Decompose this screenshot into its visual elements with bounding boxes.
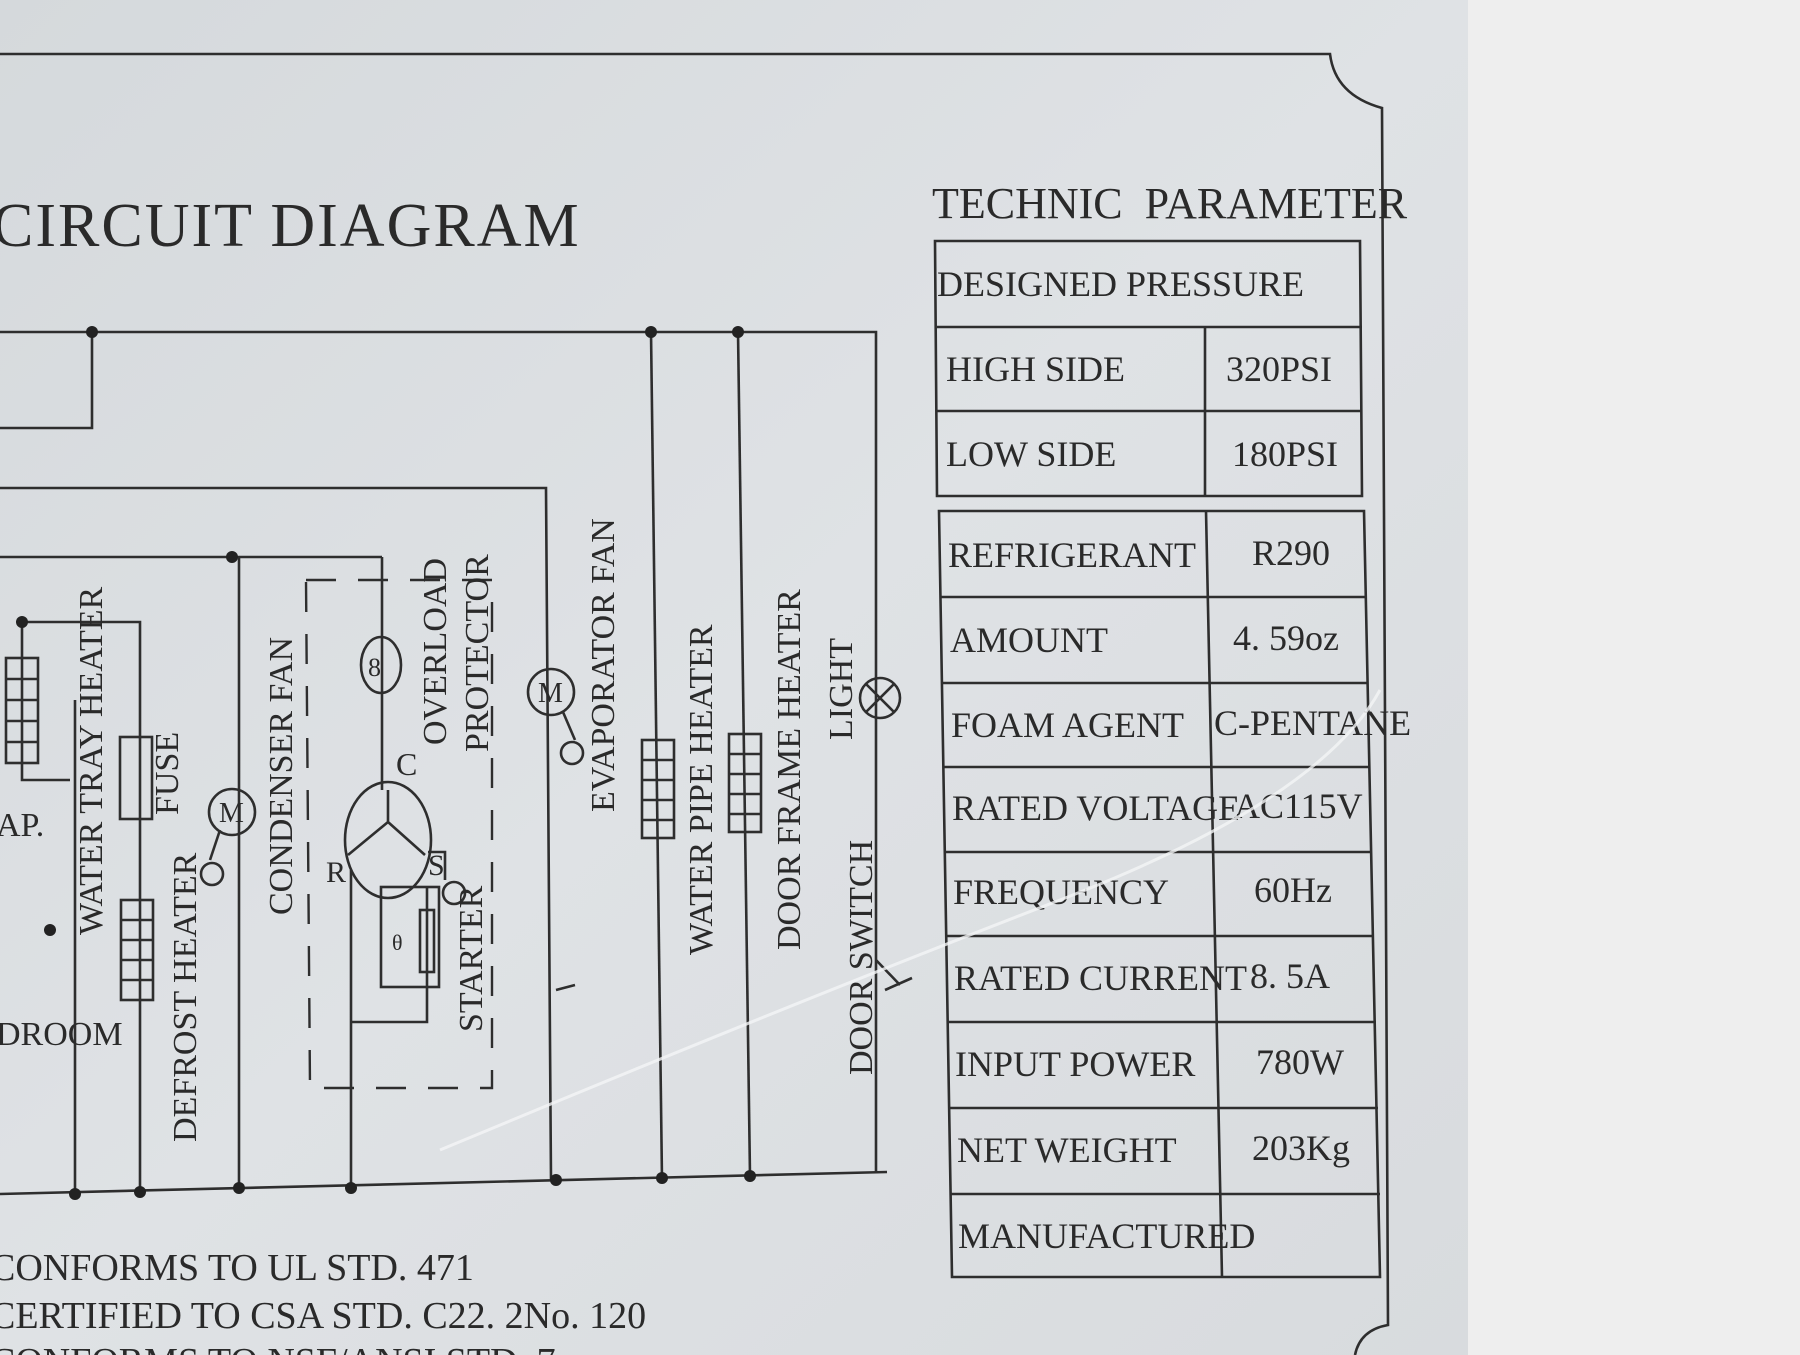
param-value-input-power: 780W [1256,1042,1344,1082]
svg-text:θ: θ [392,930,403,955]
param-value-low-side: 180PSI [1232,434,1338,474]
label-border [0,52,1390,1355]
param-value-frequency: 60Hz [1254,870,1332,910]
param-label-foam-agent: FOAM AGENT [951,705,1184,745]
param-value-rated-current: 8. 5A [1250,956,1330,996]
svg-text:8: 8 [368,653,381,682]
circuit-diagram-title: CIRCUIT DIAGRAM [0,192,581,260]
overload-protector-icon: 8 [359,635,403,695]
param-label-frequency: FREQUENCY [953,872,1169,912]
param-value-refrigerant: R290 [1252,533,1330,573]
light-bulb-icon [858,676,902,720]
defrost-heater-label: DEFROST HEATER [167,852,204,1142]
svg-text:M: M [219,798,244,829]
condenser-fan-label: CONDENSER FAN [263,637,300,915]
param-value-amount: 4. 59oz [1233,618,1339,658]
room-label-partial: DROOM [0,1016,123,1053]
door-frame-heater-symbol [727,732,763,834]
note-ul: CONFORMS TO UL STD. 471 [0,1247,474,1289]
starter-icon: θ [351,885,441,1024]
label-sheet [0,0,1468,1355]
param-label-net-weight: NET WEIGHT [957,1130,1177,1170]
compressor-group-box [304,578,494,1090]
param-label-amount: AMOUNT [950,620,1108,660]
param-label-rated-voltage: RATED VOLTAGE [952,788,1240,828]
svg-text:C: C [396,746,417,782]
overload-label: OVERLOAD [417,558,454,745]
light-label: LIGHT [823,638,860,740]
note-csa: CERTIFIED TO CSA STD. C22. 2No. 120 [0,1295,646,1337]
param-label-rated-current: RATED CURRENT [954,958,1247,998]
param-value-rated-voltage: AC115V [1234,786,1363,826]
door-frame-heater-label: DOOR FRAME HEATER [771,589,808,950]
param-label-manufactured: MANUFACTURED [958,1216,1255,1256]
crease-mark [439,689,1382,1152]
parameter-table [933,239,1382,1279]
cap-label-partial: AP. [0,807,44,844]
door-switch-label: DOOR SWITCH [843,840,880,1075]
param-label-high-side: HIGH SIDE [946,349,1125,389]
param-label-low-side: LOW SIDE [946,434,1116,474]
param-label-refrigerant: REFRIGERANT [948,535,1196,575]
starter-label: STARTER [453,885,490,1032]
door-switch-symbol [875,959,913,992]
compressor-motor-icon: C R S [326,746,467,906]
param-label-input-power: INPUT POWER [955,1044,1195,1084]
param-value-high-side: 320PSI [1226,349,1332,389]
protector-label: PROTECTOR [459,554,496,752]
svg-text:M: M [538,678,563,709]
water-pipe-heater-label: WATER PIPE HEATER [683,624,720,955]
designed-pressure-header: DESIGNED PRESSURE [937,264,1304,304]
note-nsf: CONFORMS TO NSF/ANSI STD. 7 [0,1341,556,1355]
evaporator-fan-motor-icon: M [526,667,585,992]
water-tray-heater-symbol [4,656,40,765]
svg-text:S: S [428,849,445,882]
fuse-label: FUSE [149,732,186,815]
svg-text:R: R [326,856,346,889]
evaporator-fan-label: EVAPORATOR FAN [585,518,622,812]
circuit-wiring [0,330,888,1196]
water-tray-heater-label: WATER TRAY HEATER [73,586,110,935]
defrost-heater-symbol [119,898,155,1002]
param-value-foam-agent: C-PENTANE [1214,703,1411,743]
param-value-net-weight: 203Kg [1252,1128,1350,1168]
junction-dots [16,326,756,1200]
fuse-symbol [118,735,154,821]
water-pipe-heater-symbol [640,738,676,840]
condenser-fan-motor-icon: M [199,787,257,887]
technic-parameter-title: TECHNIC PARAMETER [932,179,1408,228]
